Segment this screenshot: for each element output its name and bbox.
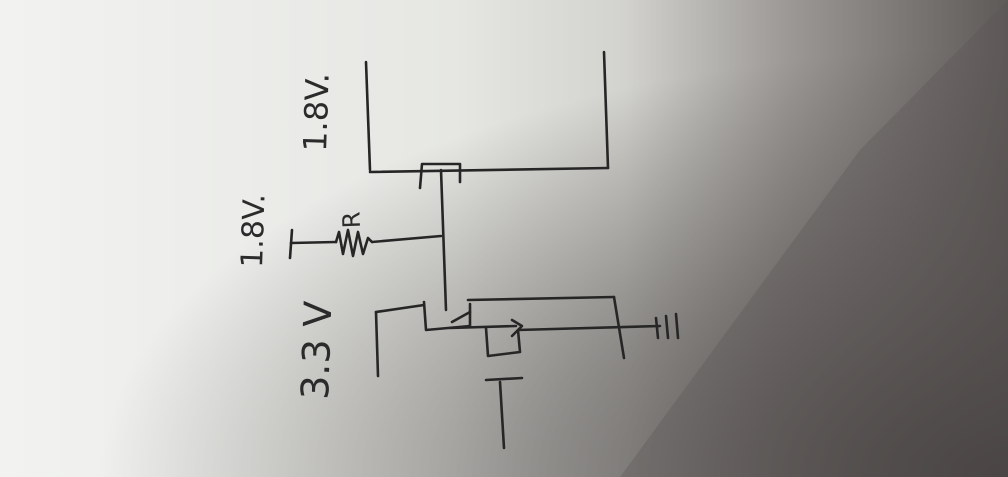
- gate-plate: [484, 376, 524, 382]
- upper-gate-symbol: [418, 162, 462, 190]
- resistor-lead-right: [370, 234, 443, 244]
- lower-gate-inner: [450, 310, 472, 324]
- lower-bracket-right: [466, 295, 616, 302]
- lower-bracket-left: [374, 310, 380, 378]
- label-1v8-pullup: 1.8V.: [235, 193, 273, 268]
- source-connection: [484, 326, 522, 358]
- body-arrow-head: [510, 318, 524, 338]
- ground-bar-3: [674, 312, 680, 340]
- channel-line: [448, 324, 518, 330]
- lower-gate-symbol: [422, 300, 472, 332]
- right-domain-right-rail: [602, 50, 610, 170]
- circuit-drawing: [288, 50, 680, 450]
- shadow-wedge: [620, 0, 1008, 477]
- label-resistor-r: R: [337, 211, 366, 229]
- resistor-zigzag: [334, 228, 374, 258]
- label-1v8-right: 1.8V.: [296, 72, 337, 152]
- label-3v3: 3.3 V: [293, 300, 340, 400]
- right-domain-left-rail: [364, 60, 372, 172]
- gate-input-lead: [498, 380, 506, 450]
- lower-bracket-top: [374, 303, 426, 314]
- ground-stub: [654, 316, 660, 340]
- right-domain-bottom-rail: [368, 166, 610, 174]
- resistor-lead-left: [289, 240, 338, 245]
- node-wire: [439, 168, 448, 312]
- ground-bar-2: [664, 314, 670, 340]
- body-arrow-shaft: [516, 324, 662, 332]
